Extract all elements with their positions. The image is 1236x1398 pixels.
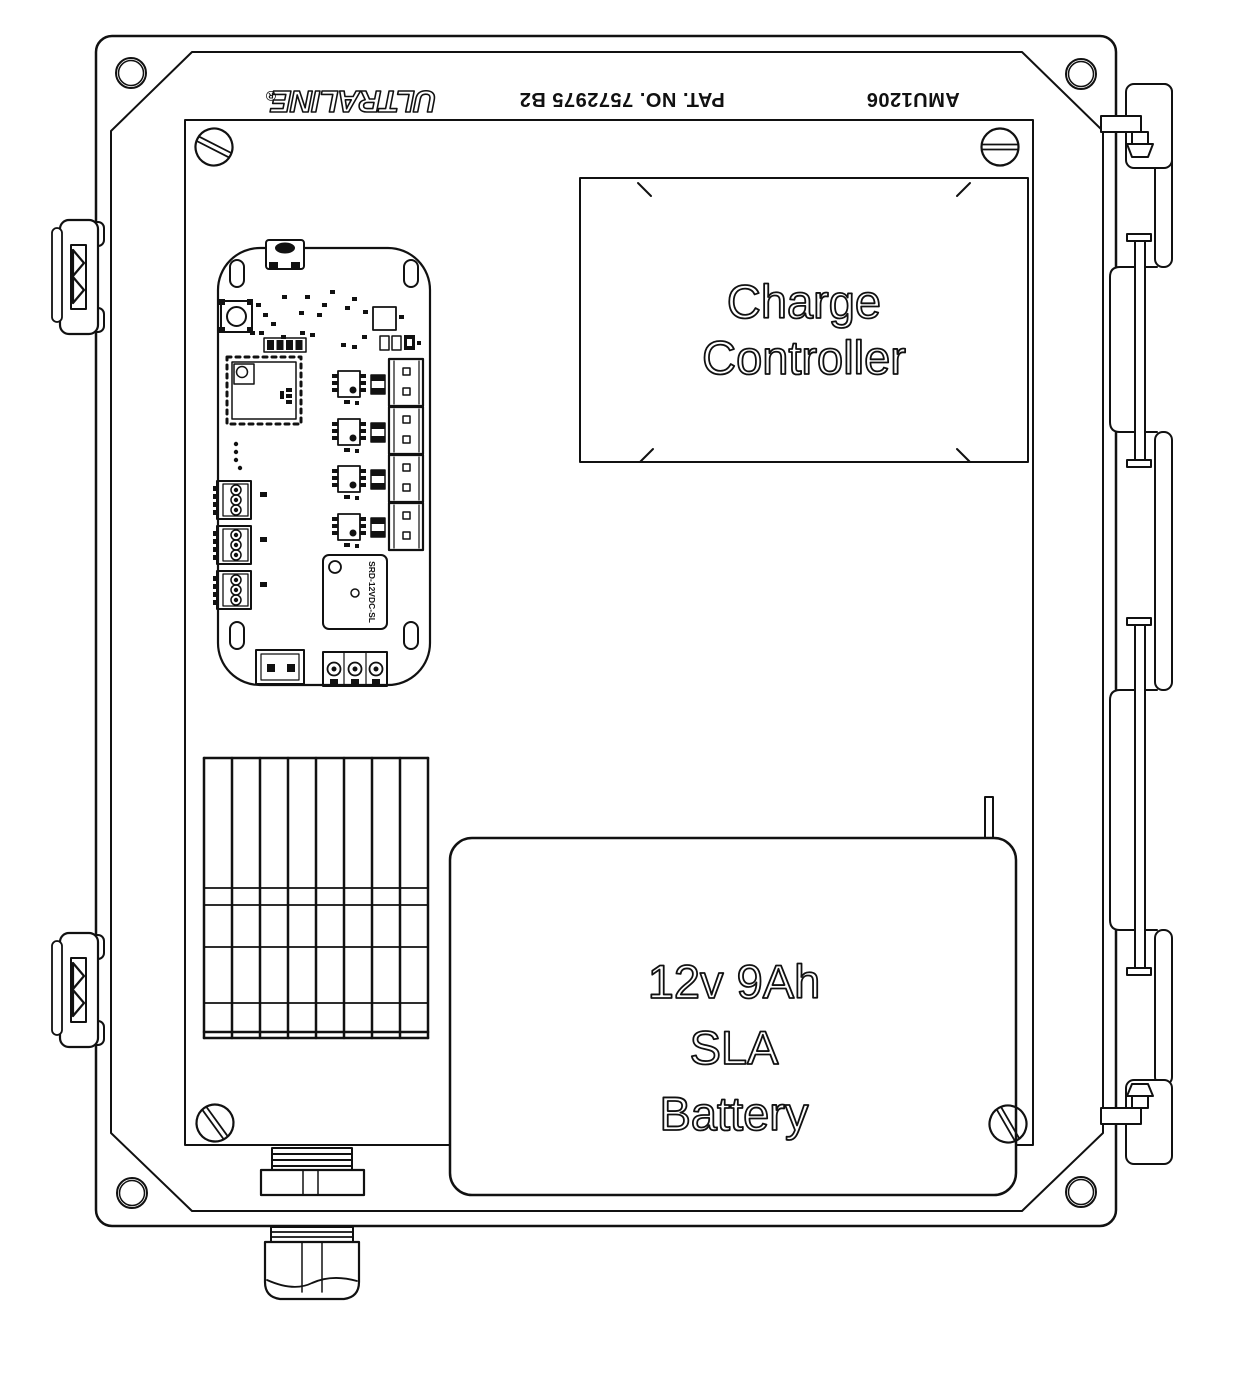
battery-label-line1: 12v 9Ah	[648, 955, 820, 1008]
output-terminal-3	[387, 453, 425, 504]
panel-screw-bottom-left	[188, 1096, 242, 1150]
ic-chip-1	[331, 370, 386, 406]
wifi-module	[225, 355, 303, 426]
enclosure-outer-outline	[94, 34, 1118, 1228]
enclosure-lid-outline	[110, 51, 1104, 1212]
ultraline-logo-text: ULTRALINE	[270, 84, 437, 119]
corner-hole-top-left	[115, 57, 147, 89]
charge-controller-corner-marks	[637, 182, 971, 463]
battery-box	[448, 836, 1018, 1197]
left-connector-3	[212, 570, 268, 610]
panel-screw-top-right	[980, 127, 1020, 167]
corner-hole-bottom-left	[116, 1177, 148, 1209]
latch-top	[50, 218, 106, 336]
panel-screw-top-left	[188, 121, 240, 173]
output-terminal-4	[387, 501, 425, 552]
ic-chip-3	[331, 465, 386, 501]
ic-chip-4	[331, 513, 386, 549]
output-terminal-1	[387, 357, 425, 408]
charge-controller-box	[579, 177, 1029, 463]
model-number-text: AMU1206	[866, 88, 960, 110]
reset-button	[219, 299, 253, 333]
ic-chip-2	[331, 418, 386, 454]
battery-label-line2: SLA	[690, 1021, 779, 1074]
left-connector-1	[212, 480, 268, 520]
control-pcb	[212, 239, 432, 687]
heatsink-vent	[202, 756, 430, 1040]
test-pads	[233, 441, 243, 471]
output-terminal-2	[387, 405, 425, 456]
cable-gland	[259, 1147, 366, 1301]
pin-header	[263, 337, 307, 353]
hinge-assembly	[1100, 83, 1173, 1165]
battery-label-line3: Battery	[660, 1087, 809, 1140]
charge-controller-label-line1: Charge	[727, 275, 881, 328]
top-right-components	[372, 306, 421, 351]
relay-label: SRD-12VDC-SL	[367, 561, 377, 623]
left-connector-2	[212, 525, 268, 565]
bottom-screw-terminal	[322, 651, 388, 687]
registered-mark: ®	[265, 88, 276, 104]
corner-hole-bottom-right	[1065, 1176, 1097, 1208]
usb-connector	[265, 239, 305, 270]
relay	[322, 554, 388, 630]
patent-number-text: PAT. NO. 7572975 B2	[519, 88, 725, 110]
smd-components	[250, 290, 368, 349]
battery-terminal-tab	[984, 796, 994, 840]
latch-bottom	[50, 931, 106, 1049]
bottom-power-connector	[255, 649, 305, 685]
corner-hole-top-right	[1065, 58, 1097, 90]
charge-controller-label-line2: Controller	[702, 331, 906, 384]
